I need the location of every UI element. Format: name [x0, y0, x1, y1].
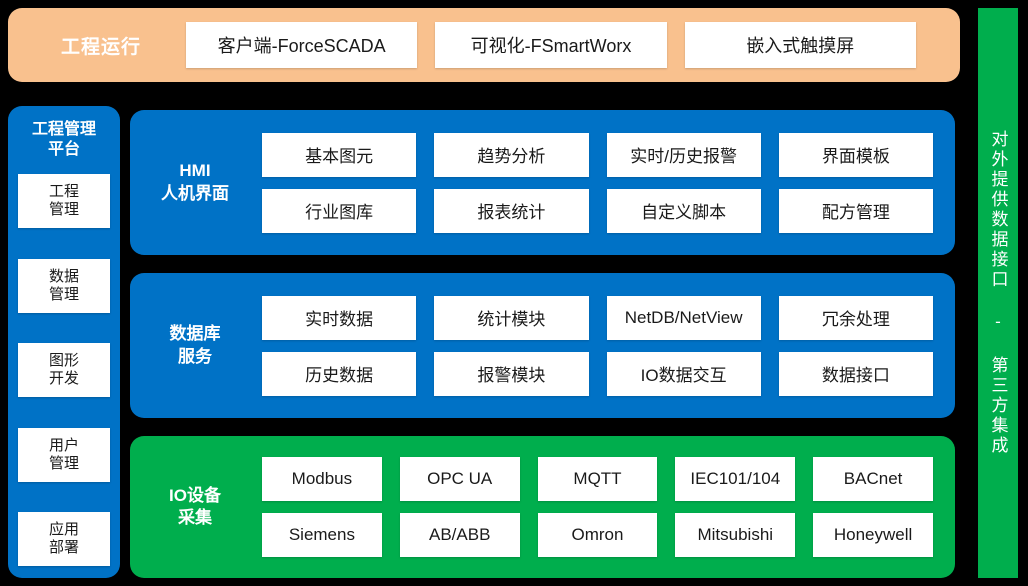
- layer-hmi-title: HMI 人机界面: [161, 161, 229, 203]
- layer-database-title: 数据库 服务: [169, 324, 221, 366]
- hmi-cell-custom-script[interactable]: 自定义脚本: [606, 188, 761, 233]
- hmi-cell-industry-library[interactable]: 行业图库: [262, 188, 417, 233]
- io-cell-modbus[interactable]: Modbus: [262, 457, 382, 501]
- platform-item-app-deployment[interactable]: 应用 部署: [18, 512, 110, 566]
- io-cell-mitsubishi[interactable]: Mitsubishi: [675, 513, 796, 557]
- hmi-cell-realtime-history-alarm[interactable]: 实时/历史报警: [606, 132, 761, 177]
- platform-item-data-management[interactable]: 数据 管理: [18, 258, 110, 313]
- hmi-cell-basic-primitives[interactable]: 基本图元: [262, 132, 417, 177]
- runtime-banner: 工程运行 客户端-ForceSCADA 可视化-FSmartWorx 嵌入式触摸…: [8, 8, 960, 82]
- layer-io-acquisition: IO设备 采集 Modbus OPC UA MQTT IEC101/104 BA…: [130, 436, 955, 578]
- hmi-cell-recipe-management[interactable]: 配方管理: [778, 188, 933, 233]
- db-cell-alarm-module[interactable]: 报警模块: [434, 351, 589, 396]
- layer-database-service: 数据库 服务 实时数据 统计模块 NetDB/NetView 冗余处理 历史数据…: [130, 273, 955, 418]
- io-cell-siemens[interactable]: Siemens: [262, 513, 382, 557]
- platform-item-graphics-development[interactable]: 图形 开发: [18, 343, 110, 397]
- platform-item-project-management[interactable]: 工程 管理: [18, 174, 110, 228]
- management-platform-panel: 工程管理 平台 工程 管理 数据 管理 图形 开发 用户 管理 应用 部署: [8, 106, 120, 578]
- db-cell-history-data[interactable]: 历史数据: [262, 351, 417, 396]
- io-cell-bacnet[interactable]: BACnet: [813, 457, 933, 501]
- io-cell-omron[interactable]: Omron: [537, 513, 658, 557]
- runtime-item-client[interactable]: 客户端-ForceSCADA: [186, 22, 418, 68]
- io-cell-opc-ua[interactable]: OPC UA: [399, 457, 520, 501]
- hmi-cell-ui-template[interactable]: 界面模板: [778, 132, 933, 177]
- db-cell-io-data-exchange[interactable]: IO数据交互: [606, 351, 761, 396]
- management-platform-title: 工程管理 平台: [31, 121, 96, 158]
- layer-hmi: HMI 人机界面 基本图元 趋势分析 实时/历史报警 界面模板 行业图库 报表统…: [130, 110, 955, 255]
- layer-database-grid: 实时数据 统计模块 NetDB/NetView 冗余处理 历史数据 报警模块 I…: [254, 295, 941, 396]
- db-cell-statistics-module[interactable]: 统计模块: [434, 295, 589, 340]
- db-cell-data-interface[interactable]: 数据接口: [778, 351, 933, 396]
- platform-item-user-management[interactable]: 用户 管理: [18, 427, 110, 482]
- runtime-banner-items: 客户端-ForceSCADA 可视化-FSmartWorx 嵌入式触摸屏: [186, 22, 952, 68]
- external-data-interface-bar: 对外提供数据接口 - 第三方集成: [978, 8, 1018, 578]
- layer-hmi-grid: 基本图元 趋势分析 实时/历史报警 界面模板 行业图库 报表统计 自定义脚本 配…: [254, 132, 941, 233]
- layer-io-grid: Modbus OPC UA MQTT IEC101/104 BACnet Sie…: [254, 457, 941, 557]
- io-cell-ab-abb[interactable]: AB/ABB: [399, 513, 520, 557]
- io-cell-honeywell[interactable]: Honeywell: [813, 513, 933, 557]
- db-cell-redundancy[interactable]: 冗余处理: [778, 295, 933, 340]
- management-platform-list: 工程 管理 数据 管理 图形 开发 用户 管理 应用 部署: [18, 174, 110, 566]
- external-data-interface-label: 对外提供数据接口 - 第三方集成: [988, 130, 1008, 456]
- hmi-cell-trend-analysis[interactable]: 趋势分析: [434, 132, 589, 177]
- io-cell-iec101-104[interactable]: IEC101/104: [675, 457, 796, 501]
- db-cell-realtime-data[interactable]: 实时数据: [262, 295, 417, 340]
- db-cell-netdb-netview[interactable]: NetDB/NetView: [606, 295, 761, 340]
- hmi-cell-report-statistics[interactable]: 报表统计: [434, 188, 589, 233]
- runtime-item-visualization[interactable]: 可视化-FSmartWorx: [435, 22, 667, 68]
- io-cell-mqtt[interactable]: MQTT: [537, 457, 658, 501]
- runtime-banner-title: 工程运行: [60, 36, 141, 58]
- layer-io-title: IO设备 采集: [169, 485, 221, 527]
- runtime-item-embedded-touchscreen[interactable]: 嵌入式触摸屏: [684, 22, 916, 68]
